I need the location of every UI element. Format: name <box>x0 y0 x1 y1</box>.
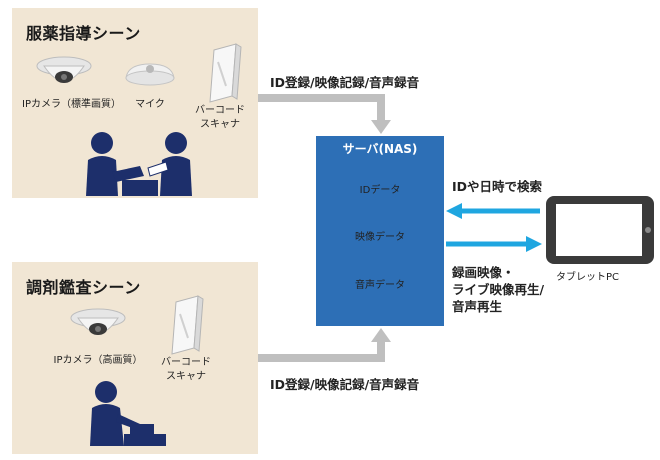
store-label-video: 映像データ <box>355 232 405 243</box>
device-label-line: バーコード <box>161 357 211 368</box>
playback-label-line: 音声再生 <box>452 299 503 314</box>
search-arrow <box>446 203 540 219</box>
scene-title: 服薬指導シーン <box>26 24 141 43</box>
tablet-label: タブレットPC <box>556 272 620 283</box>
counter-icon <box>112 161 169 196</box>
barcode-scanner-icon <box>209 43 242 103</box>
device-label-scanner: バーコード スキャナ <box>154 356 218 384</box>
dome-camera-icon <box>70 308 126 335</box>
pharmacist-figure-icon <box>86 132 118 196</box>
patient-figure-icon <box>160 132 192 196</box>
playback-arrow <box>446 236 542 252</box>
upload-label-bottom: ID登録/映像記録/音声録音 <box>270 377 420 392</box>
scene-title: 調剤鑑査シーン <box>26 278 141 297</box>
search-label: IDや日時で検索 <box>452 179 543 194</box>
playback-label: 録画映像・ ライブ映像再生/ 音声再生 <box>452 264 544 315</box>
device-label-camera: IPカメラ（高画質） <box>53 355 143 366</box>
playback-label-line: 録画映像・ <box>452 265 515 280</box>
upload-label-top: ID登録/映像記録/音声録音 <box>270 75 420 90</box>
upload-arrow-top <box>258 94 391 134</box>
store-label-audio: 音声データ <box>355 280 405 291</box>
desk-icon <box>124 424 166 446</box>
device-label-scanner: バーコード スキャナ <box>188 104 252 132</box>
upload-arrow-bottom <box>258 328 391 362</box>
playback-label-line: ライブ映像再生/ <box>452 282 545 297</box>
device-label-line: バーコード <box>195 105 245 116</box>
tablet-icon <box>546 196 654 264</box>
device-label-line: スキャナ <box>166 371 206 382</box>
dome-camera-icon <box>36 56 92 83</box>
device-label-microphone: マイク <box>135 99 165 110</box>
microphone-icon <box>125 63 175 86</box>
device-label-camera: IPカメラ（標準画質） <box>22 99 121 110</box>
barcode-scanner-icon <box>171 295 204 355</box>
nas-server <box>316 136 444 326</box>
server-title: サーバ(NAS) <box>342 142 418 156</box>
store-label-id: IDデータ <box>359 185 401 196</box>
pharmacist-figure-icon <box>90 381 140 446</box>
device-label-line: スキャナ <box>200 119 240 130</box>
scene-panel-medication-guidance: 服薬指導シーン <box>12 8 258 198</box>
